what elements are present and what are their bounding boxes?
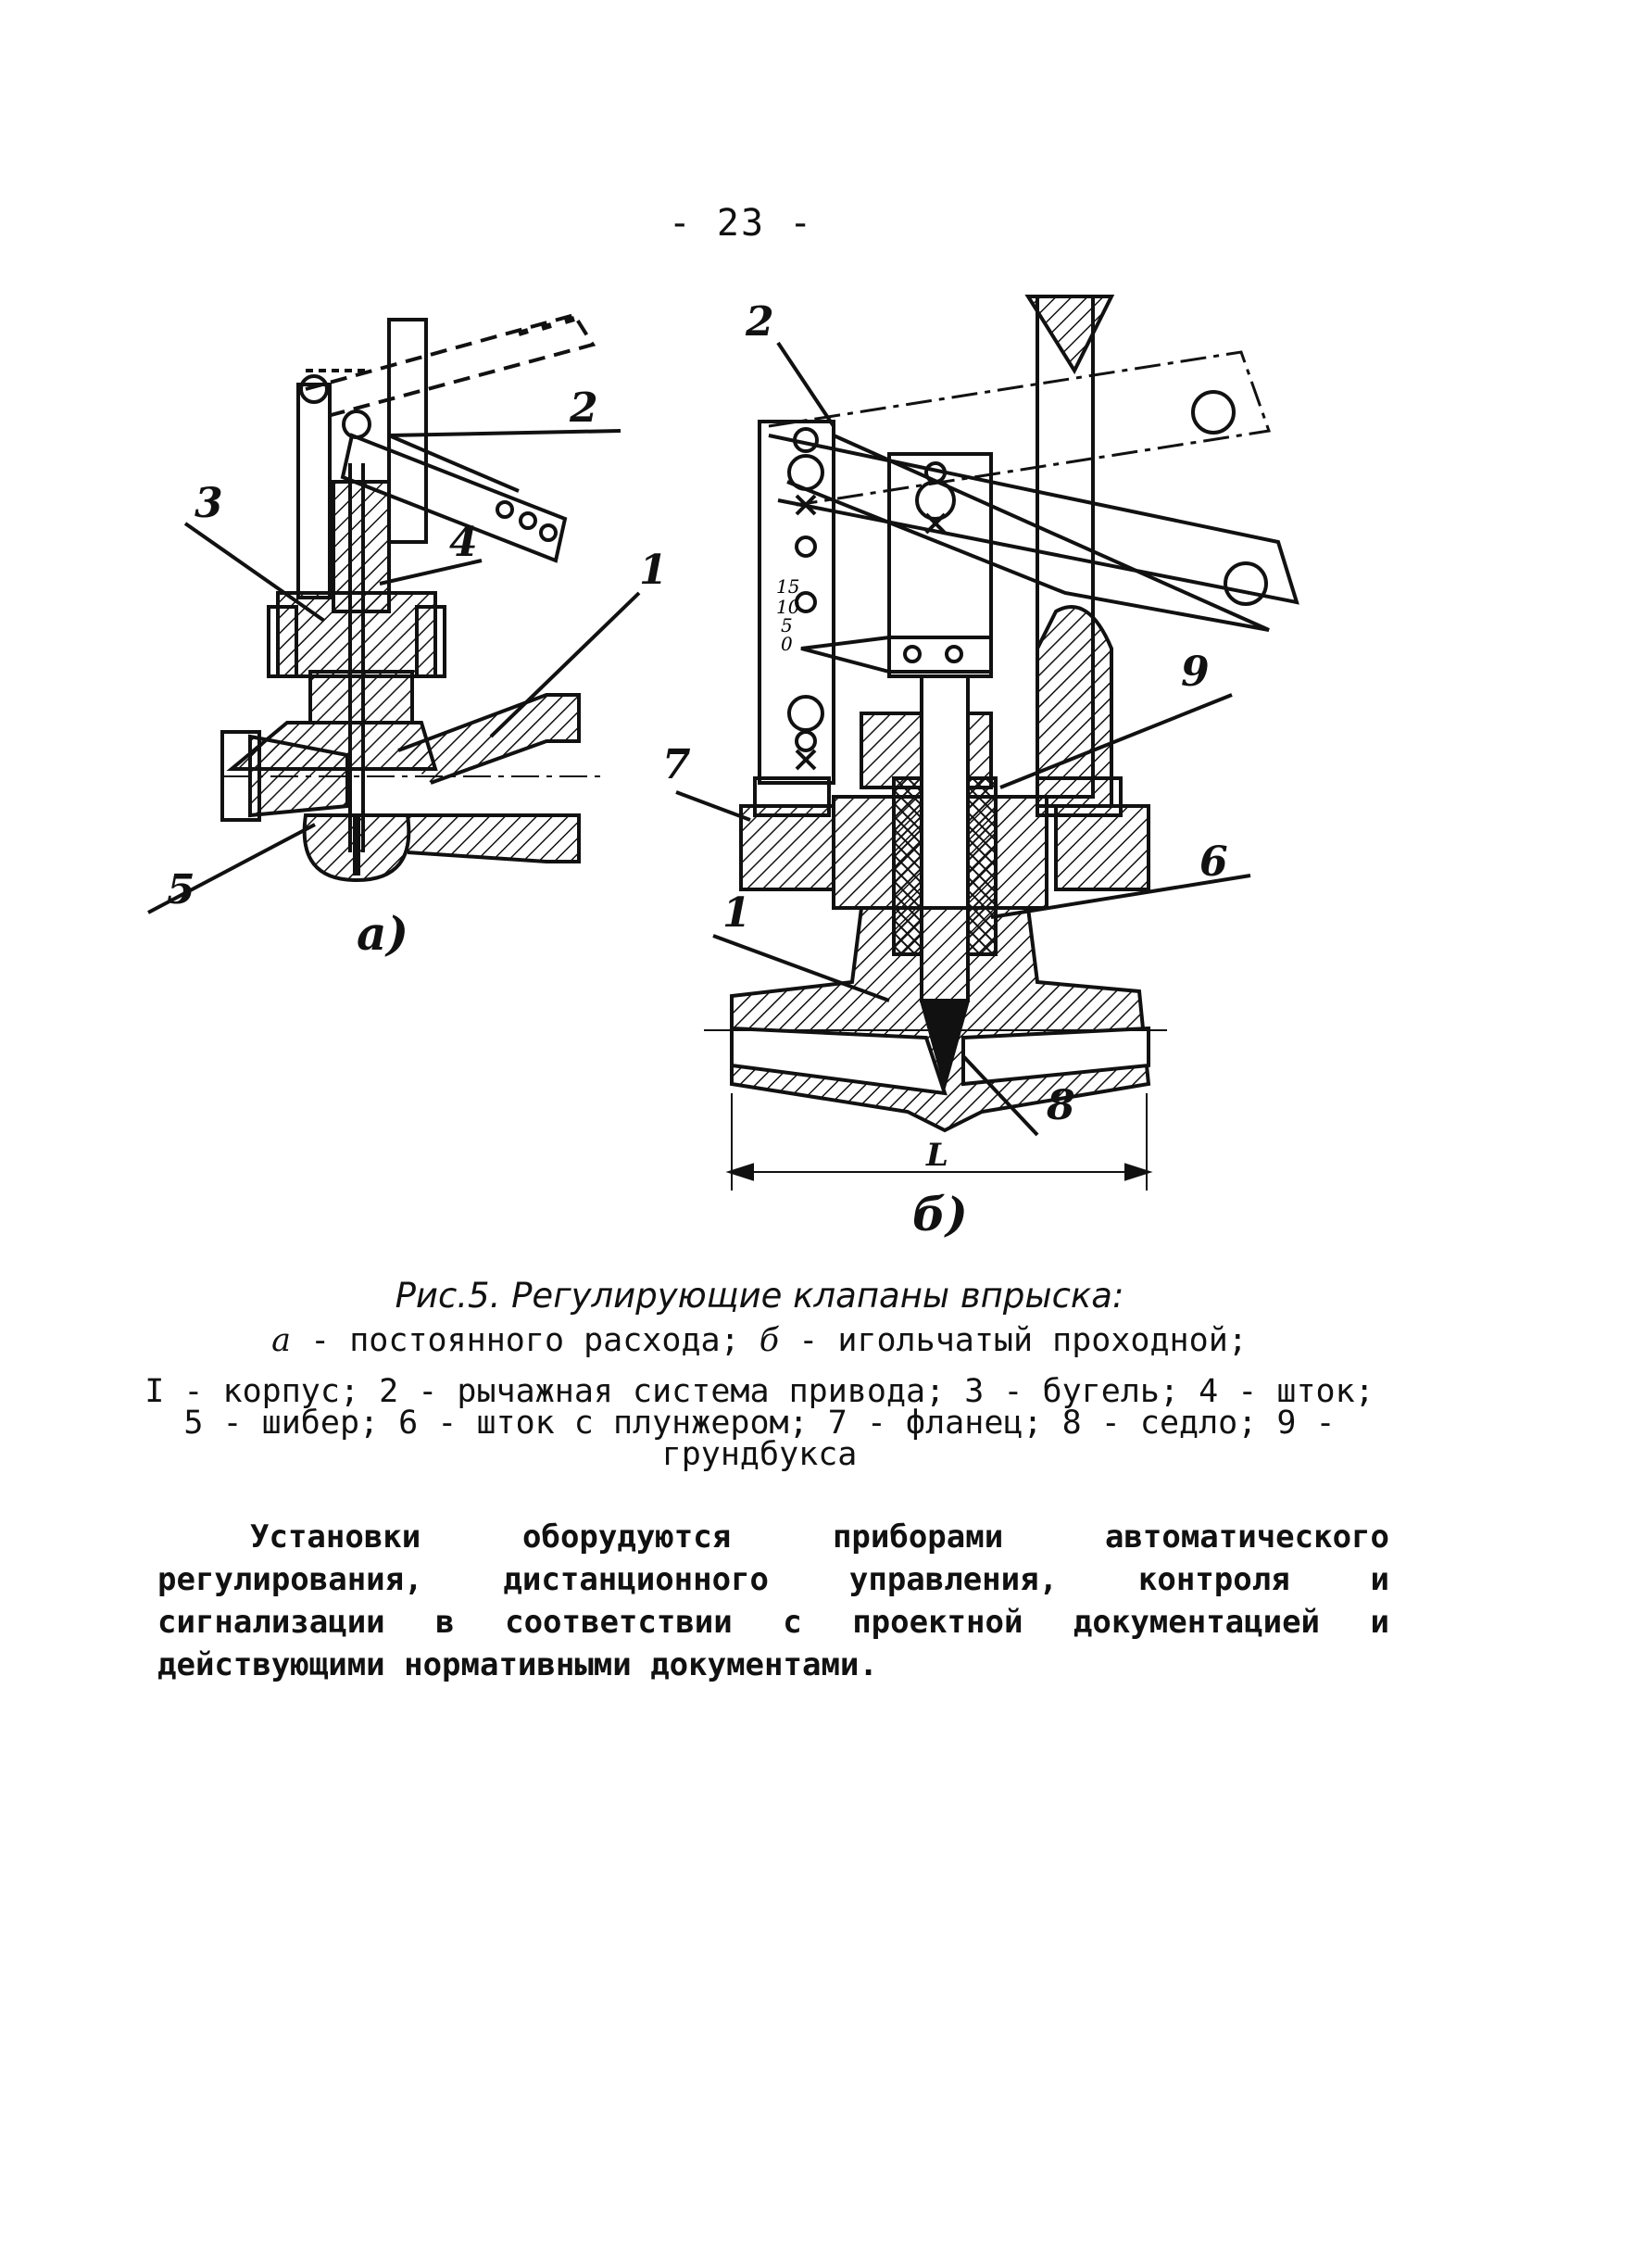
dimension-label: L — [925, 1137, 948, 1174]
drawing-a — [147, 312, 641, 914]
callout-a-3: 3 — [195, 480, 223, 527]
valve-drawings: 2 3 4 1 5 а) — [147, 295, 1299, 1241]
subtitle-text-a: - постоянного расхода; — [291, 1322, 760, 1359]
callout-a-5: 5 — [167, 866, 195, 914]
sublabel-a: а) — [357, 906, 408, 961]
page-number: - 23 - — [668, 202, 814, 245]
callout-b-6: 6 — [1199, 838, 1228, 886]
body-paragraph: Установки оборудуются приборами автомати… — [157, 1518, 1389, 1683]
figure-caption-subtitle: а - постоянного расхода; б - игольчатый … — [139, 1323, 1380, 1358]
scale-marks: 15 10 5 0 — [776, 575, 800, 655]
subtitle-text-b: - игольчатый проходной; — [779, 1322, 1248, 1359]
svg-text:10: 10 — [776, 596, 800, 618]
svg-text:0: 0 — [781, 633, 793, 655]
callout-b-2: 2 — [745, 298, 774, 346]
figure-caption-title: Рис.5. Регулирующие клапаны впрыска: — [395, 1276, 1124, 1316]
subtitle-letter-a: а — [271, 1322, 292, 1359]
figure-legend: I - корпус; 2 - рычажная система привода… — [144, 1373, 1375, 1473]
callout-b-8: 8 — [1046, 1082, 1075, 1129]
callout-b-9: 9 — [1181, 649, 1210, 696]
callout-a-2: 2 — [569, 384, 598, 432]
subtitle-letter-b: б — [759, 1322, 780, 1359]
svg-text:15: 15 — [776, 575, 799, 598]
drawing-b — [675, 295, 1299, 1191]
callout-b-1: 1 — [722, 889, 751, 937]
callout-a-4: 4 — [449, 519, 478, 566]
callout-a-1: 1 — [639, 547, 668, 594]
callout-b-7: 7 — [662, 741, 691, 788]
sublabel-b: б) — [912, 1187, 968, 1241]
svg-text:5: 5 — [781, 614, 793, 636]
